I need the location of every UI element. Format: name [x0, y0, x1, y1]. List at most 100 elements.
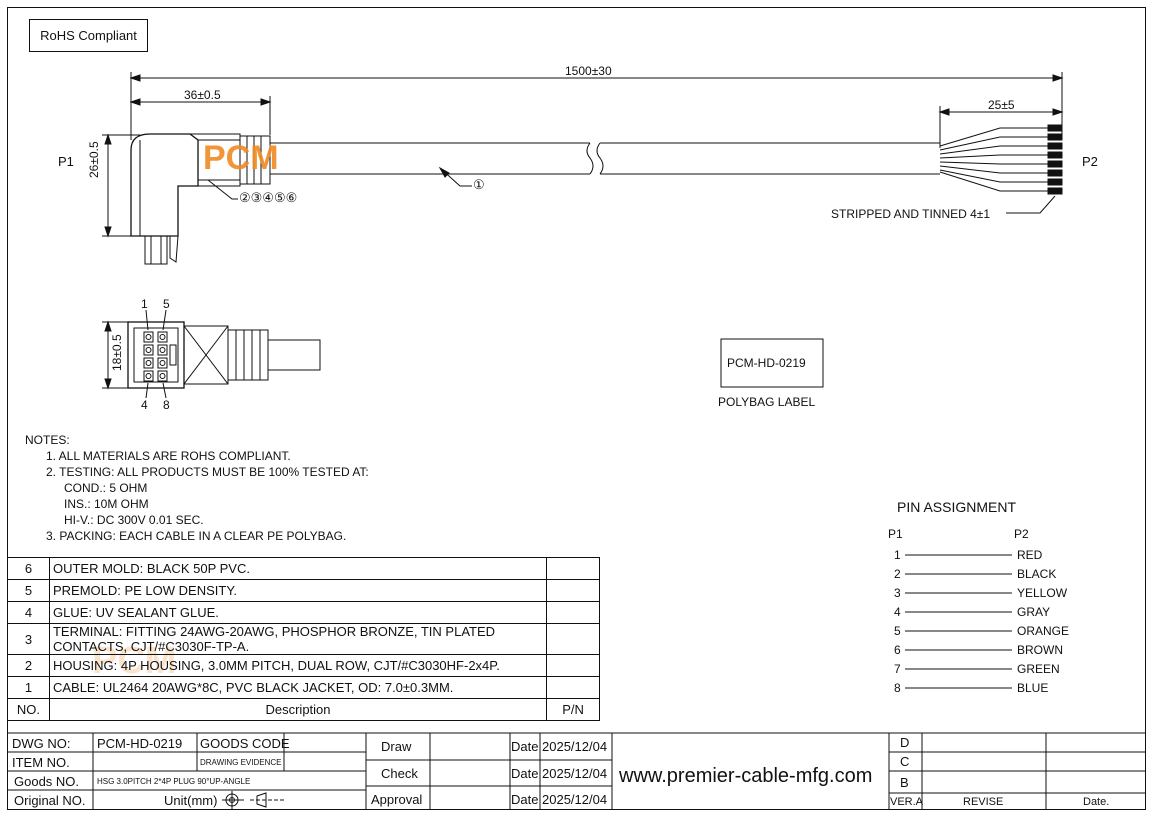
dwg-no-value: PCM-HD-0219	[97, 736, 183, 751]
pin-p2-color: BLUE	[1017, 681, 1049, 695]
ver-label: VER.A	[890, 796, 924, 808]
callout-parts: ②③④⑤⑥	[239, 190, 298, 205]
rev-letter-c: C	[900, 754, 910, 769]
pin-p1-number: 5	[894, 624, 901, 638]
rev-letter-d: D	[900, 735, 910, 750]
rohs-box: RoHS Compliant	[29, 19, 148, 52]
pin-p2-color: RED	[1017, 548, 1043, 562]
pin-p2-color: GRAY	[1017, 605, 1051, 619]
pin-p2-color: GREEN	[1017, 662, 1060, 676]
original-no-label: Original NO.	[14, 793, 86, 808]
date-label-approval: Date	[511, 792, 539, 807]
pin-label-bottom-left: 4	[141, 398, 148, 412]
goods-description: HSG 3.0PITCH 2*4P PLUG 90°UP-ANGLE	[97, 777, 251, 786]
item-no-label: ITEM NO.	[12, 755, 70, 770]
stripped-note: STRIPPED AND TINNED 4±1	[831, 207, 991, 221]
bom-cell-no: 2	[7, 654, 50, 677]
bom-cell-no: 5	[7, 579, 50, 602]
p2-label: P2	[1082, 154, 1098, 169]
bom-cell-pn	[546, 579, 600, 602]
pin-label-bottom-right: 8	[163, 398, 170, 412]
note-line-5: HI-V.: DC 300V 0.01 SEC.	[64, 513, 204, 527]
pin-p2-color: BLACK	[1017, 567, 1057, 581]
pin-assignment-title: PIN ASSIGNMENT	[897, 499, 1017, 515]
dim-face-height: 18±0.5	[110, 334, 124, 371]
pin-p1-number: 8	[894, 681, 901, 695]
drawing-evidence: DRAWING EVIDENCE	[200, 758, 282, 767]
rev-letter-b: B	[900, 775, 909, 790]
dim-p1-length: 36±0.5	[184, 88, 221, 102]
bom-cell-pn	[546, 676, 600, 699]
pin-p1-number: 6	[894, 643, 901, 657]
pin-label-top-right: 5	[163, 297, 170, 311]
pin-p1-number: 7	[894, 662, 901, 676]
note-line-6: 3. PACKING: EACH CABLE IN A CLEAR PE POL…	[46, 529, 347, 543]
pin-p2-color: YELLOW	[1017, 586, 1068, 600]
bom-header-row: NO. Description P/N	[7, 698, 600, 721]
date-value-check: 2025/12/04	[542, 766, 608, 781]
bom-cell-pn	[546, 654, 600, 677]
draw-label: Draw	[381, 739, 412, 754]
bom-cell-desc: GLUE: UV SEALANT GLUE.	[48, 601, 548, 624]
pin-p2-color: BROWN	[1017, 643, 1063, 657]
date-value-draw: 2025/12/04	[542, 739, 608, 754]
note-line-1: 1. ALL MATERIALS ARE ROHS COMPLIANT.	[46, 449, 291, 463]
pin-p1-number: 3	[894, 586, 901, 600]
bom-cell-no: 4	[7, 601, 50, 624]
pin-p2-color: ORANGE	[1017, 624, 1070, 638]
bom-header-pn: P/N	[546, 698, 600, 721]
dwg-no-label: DWG NO:	[12, 736, 71, 751]
goods-code-label: GOODS CODE	[200, 736, 290, 751]
date-label-draw: Date	[511, 739, 539, 754]
dim-p2-length: 25±5	[988, 98, 1015, 112]
bom-cell-no: 6	[7, 557, 50, 580]
polybag-code: PCM-HD-0219	[727, 356, 806, 370]
website[interactable]: www.premier-cable-mfg.com	[619, 765, 873, 787]
bom-cell-desc: TERMINAL: FITTING 24AWG-20AWG, PHOSPHOR …	[48, 623, 548, 655]
date-value-approval: 2025/12/04	[542, 792, 608, 807]
callout-cable: ①	[473, 177, 485, 192]
dim-overall: 1500±30	[565, 64, 612, 78]
unit-label: Unit(mm)	[164, 793, 218, 808]
dim-p1-height: 26±0.5	[87, 141, 101, 178]
bom-cell-no: 1	[7, 676, 50, 699]
bom-cell-desc: CABLE: UL2464 20AWG*8C, PVC BLACK JACKET…	[48, 676, 548, 699]
bom-cell-desc: OUTER MOLD: BLACK 50P PVC.	[48, 557, 548, 580]
pin-p1-number: 1	[894, 548, 901, 562]
check-label: Check	[381, 766, 418, 781]
watermark-logo-top: PCM	[203, 139, 279, 177]
note-line-2: 2. TESTING: ALL PRODUCTS MUST BE 100% TE…	[46, 465, 369, 479]
bom-cell-desc: PREMOLD: PE LOW DENSITY.	[48, 579, 548, 602]
pin-label-top-left: 1	[141, 297, 148, 311]
goods-no-label: Goods NO.	[14, 774, 80, 789]
p1-label: P1	[58, 154, 74, 169]
note-line-3: COND.: 5 OHM	[64, 481, 148, 495]
note-line-4: INS.: 10M OHM	[64, 497, 149, 511]
bom-cell-desc: HOUSING: 4P HOUSING, 3.0MM PITCH, DUAL R…	[48, 654, 548, 677]
date-label-check: Date	[511, 766, 539, 781]
date-col-label: Date.	[1083, 796, 1110, 808]
revise-label: REVISE	[963, 796, 1004, 808]
bom-cell-pn	[546, 623, 600, 655]
polybag-caption: POLYBAG LABEL	[718, 395, 816, 409]
bom-header-desc: Description	[48, 698, 548, 721]
bom-cell-pn	[546, 601, 600, 624]
pin-col-p2: P2	[1014, 527, 1029, 541]
bom-header-no: NO.	[7, 698, 50, 721]
pin-col-p1: P1	[888, 527, 903, 541]
bom-cell-no: 3	[7, 623, 50, 655]
pin-p1-number: 4	[894, 605, 901, 619]
bom-cell-pn	[546, 557, 600, 580]
notes-title: NOTES:	[25, 433, 70, 447]
drawing-frame	[7, 7, 1146, 810]
approval-label: Approval	[371, 792, 423, 807]
pin-p1-number: 2	[894, 567, 901, 581]
